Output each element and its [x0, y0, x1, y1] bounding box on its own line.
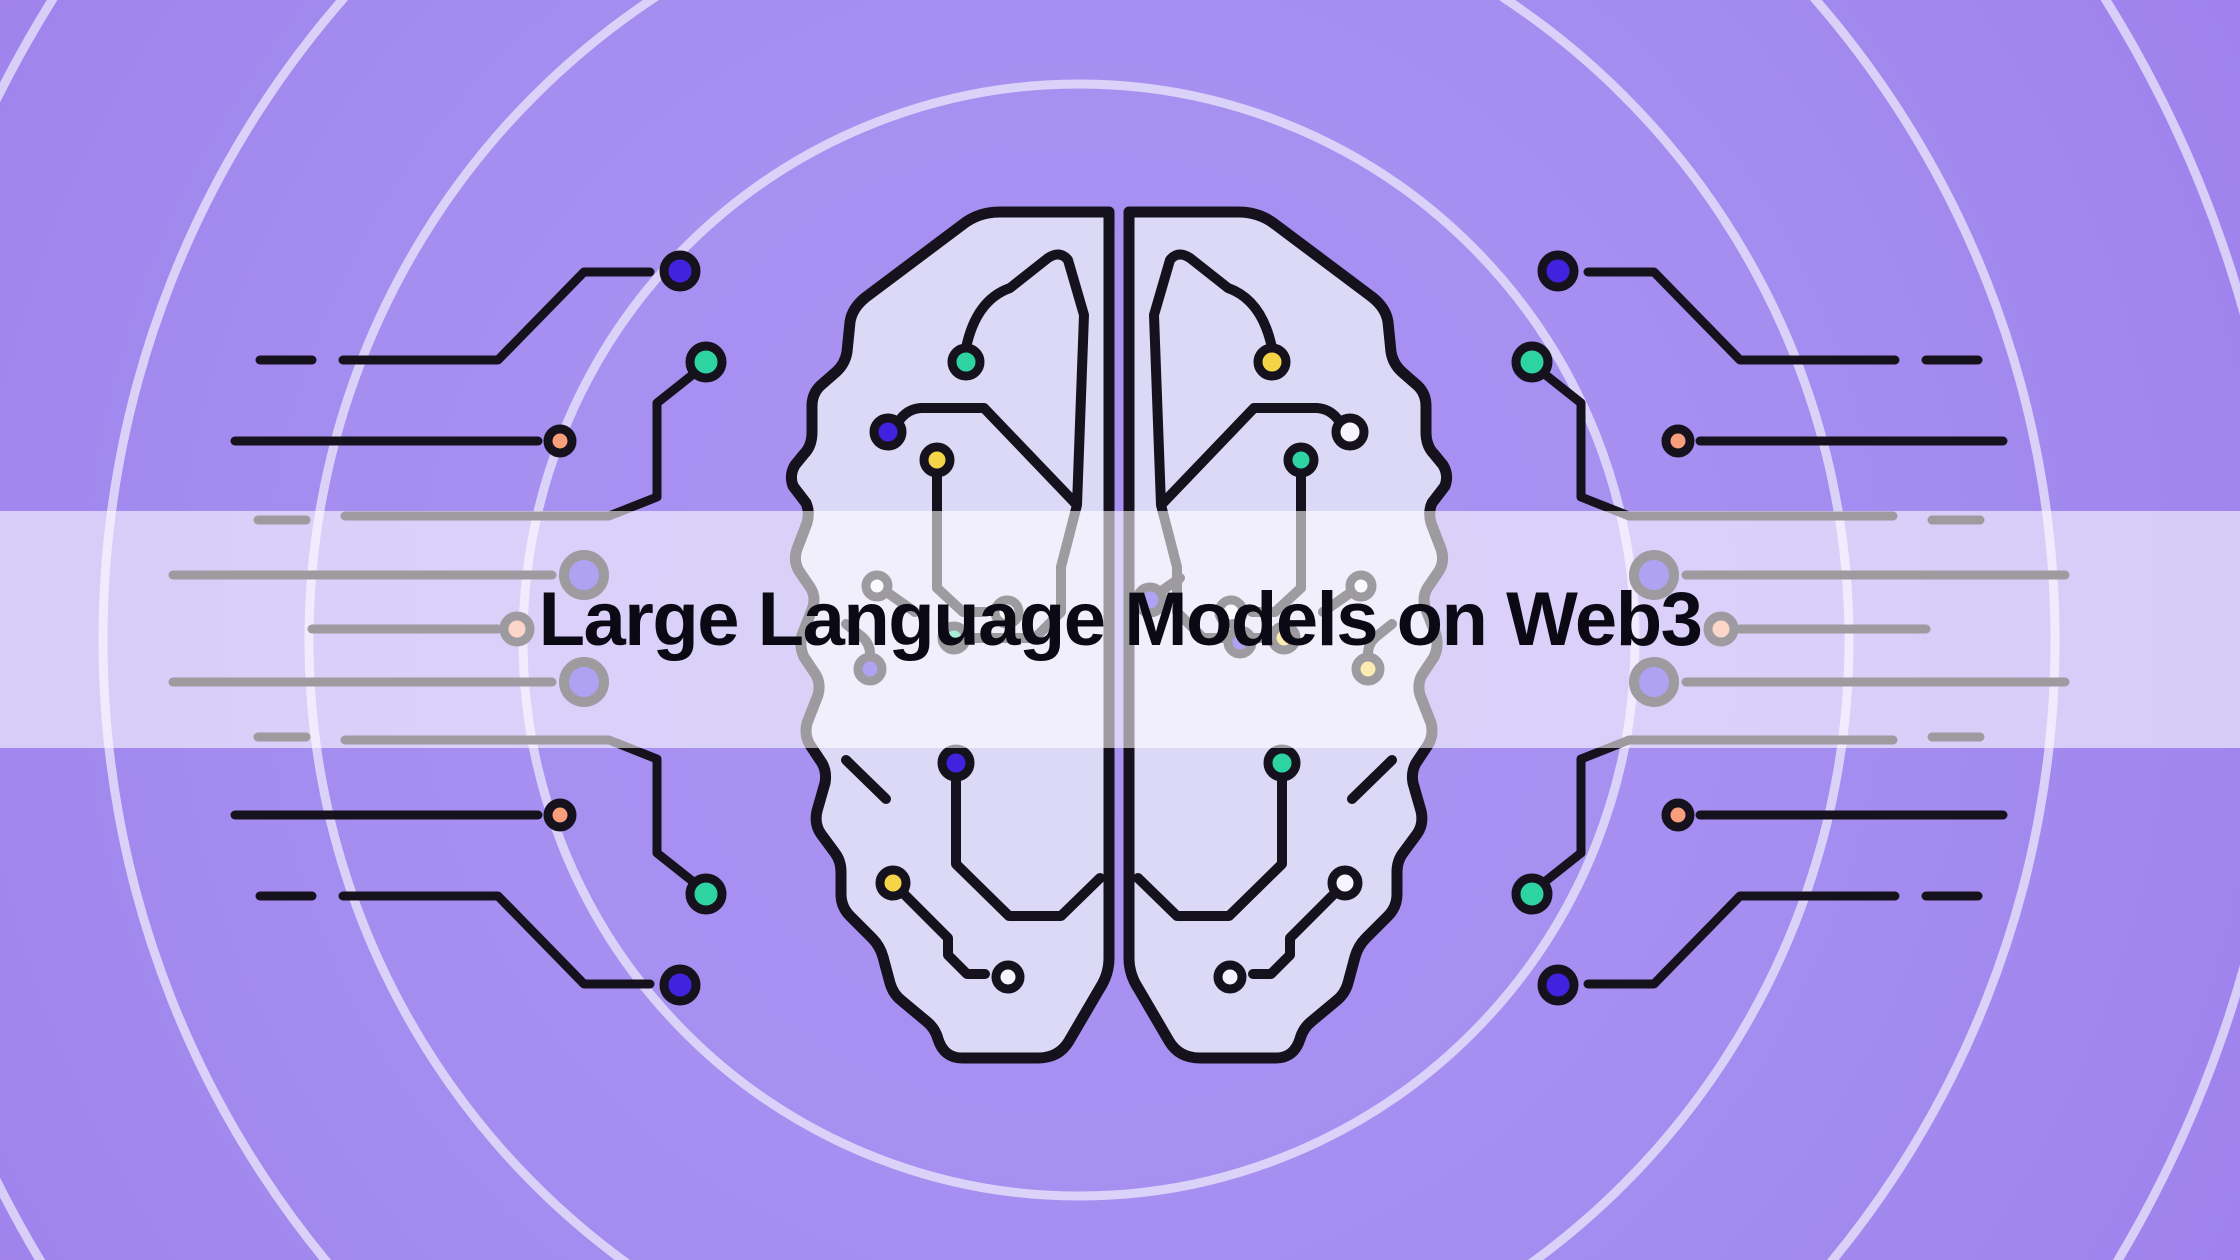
circuit-trace — [338, 891, 655, 989]
teal-node — [1253, 343, 1291, 381]
yellow-node — [875, 865, 911, 901]
open-node — [991, 960, 1025, 994]
open-node — [1213, 960, 1247, 994]
yellow-node — [1283, 442, 1319, 478]
circuit-trace — [896, 886, 990, 979]
yellow-node — [919, 442, 955, 478]
circuit-trace — [961, 249, 1089, 643]
circuit-trace — [1158, 403, 1344, 508]
circuit-trace — [894, 403, 1080, 508]
circuit-trace — [1133, 773, 1287, 921]
yellow-node — [1327, 865, 1363, 901]
indigo-node — [937, 744, 975, 782]
circuit-trace — [338, 267, 655, 365]
circuit-trace — [1149, 249, 1277, 643]
circuit-stub — [841, 755, 891, 804]
indigo-node — [659, 964, 701, 1006]
teal-node — [685, 341, 727, 383]
teal-node — [685, 873, 727, 915]
highlight-band — [0, 511, 2240, 748]
banner-title: Large Language Models on Web3 — [538, 577, 1703, 662]
circuit-stub — [1347, 755, 1397, 804]
teal-node — [947, 343, 985, 381]
salmon-node — [543, 798, 577, 832]
indigo-node — [869, 413, 907, 451]
indigo-node — [1331, 413, 1369, 451]
salmon-node — [543, 424, 577, 458]
circuit-trace — [1248, 886, 1342, 979]
indigo-node — [659, 250, 701, 292]
indigo-node — [1263, 744, 1301, 782]
circuit-trace — [951, 773, 1105, 921]
